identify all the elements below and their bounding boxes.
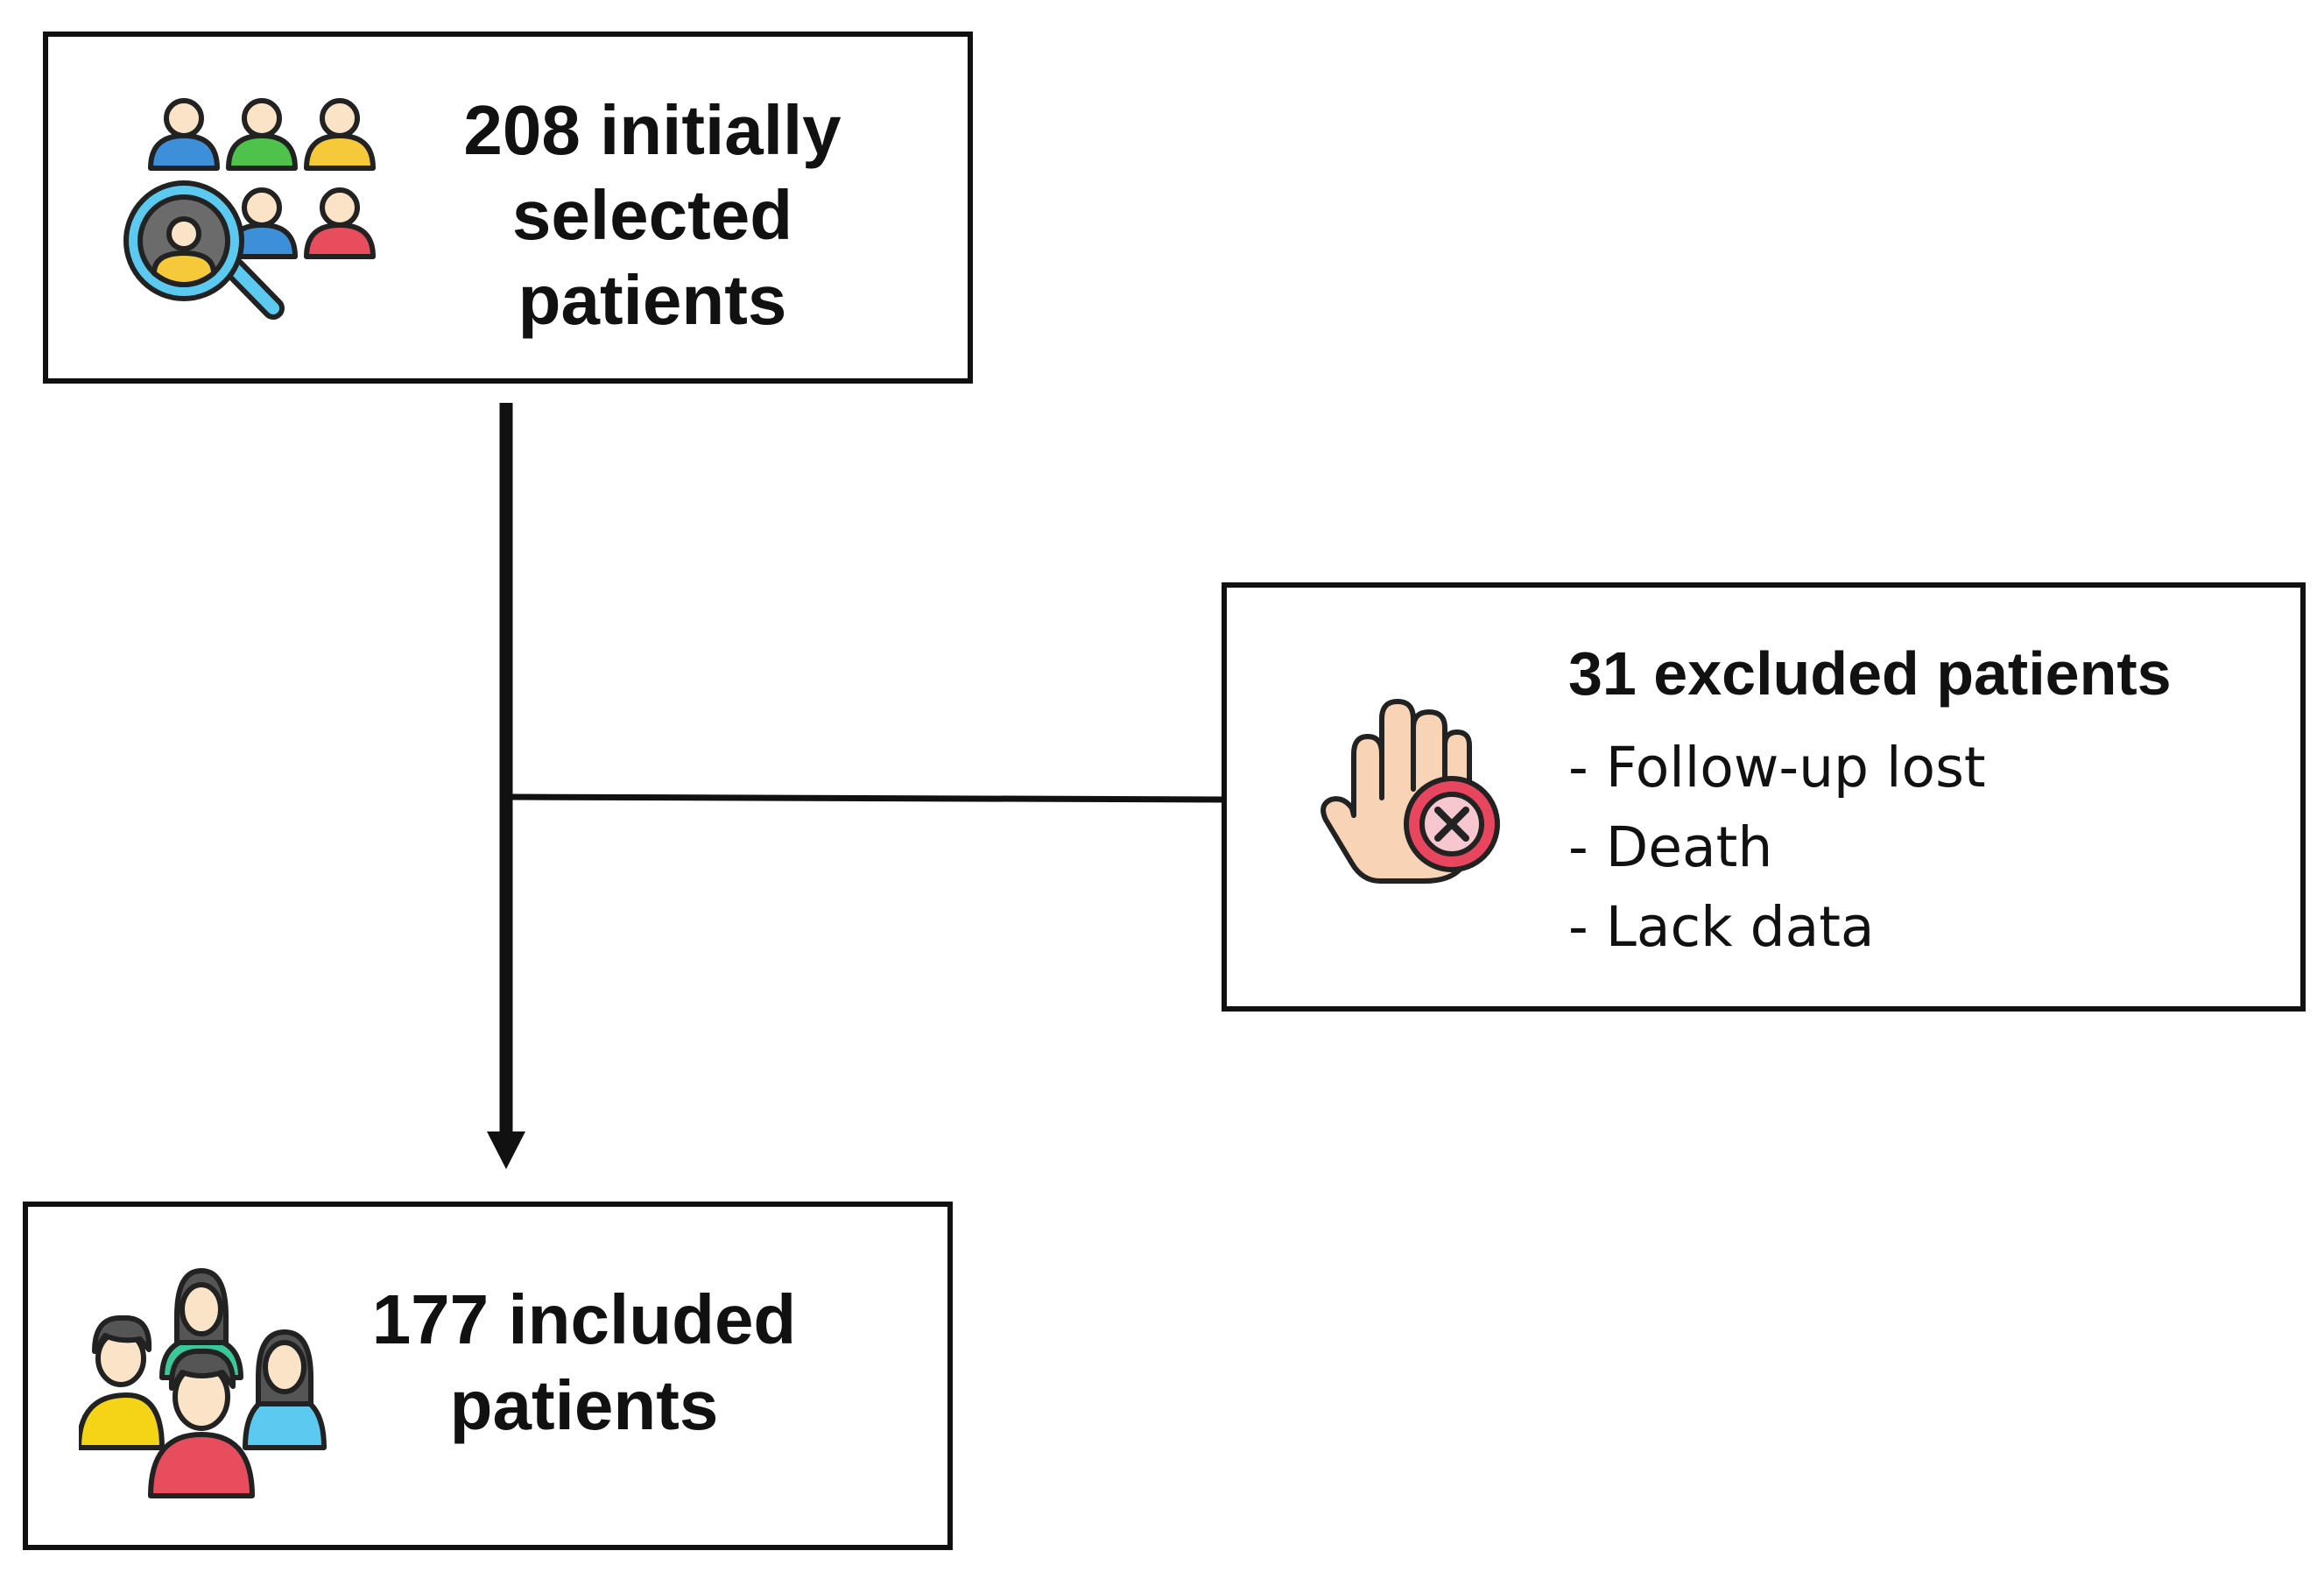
- exclusion-reason: - Follow-up lost: [1568, 736, 1986, 800]
- included-patients-label: 177 included patients: [371, 1280, 797, 1444]
- exclusion-reason: - Lack data: [1568, 895, 1875, 959]
- included-patients-box: 177 included patients: [23, 1202, 953, 1550]
- main-flow-arrowhead: [487, 1131, 525, 1169]
- patient-group-icon: [79, 1268, 327, 1498]
- excluded-patients-title: 31 excluded patients: [1568, 639, 2172, 708]
- excluded-patients-box: 31 excluded patients - Follow-up lost - …: [1222, 582, 2306, 1012]
- exclusion-reason: - Death: [1568, 815, 1773, 879]
- initial-patients-label: 208 initially selected patients: [463, 91, 842, 339]
- exclusion-reasons-list: - Follow-up lost - Death - Lack data: [1568, 728, 1986, 967]
- stop-hand-icon: [1320, 699, 1500, 884]
- exclusion-branch-line: [511, 793, 1225, 803]
- patient-search-icon: [123, 98, 376, 320]
- initial-patients-box: 208 initially selected patients: [43, 32, 973, 384]
